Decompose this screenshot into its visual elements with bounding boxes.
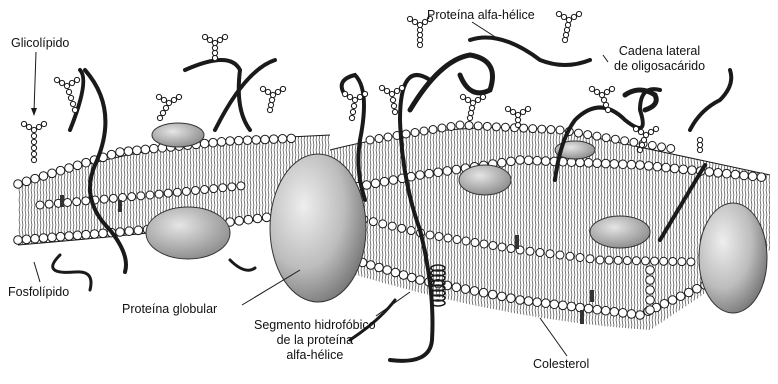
label-globular-protein: Proteína globular <box>122 302 217 317</box>
label-hydrophobic-segment: Segmento hidrofóbico de la proteína alfa… <box>254 318 376 363</box>
label-hydrophobic-line3: alfa-hélice <box>254 348 376 363</box>
hydrophobic-helix-segment <box>431 265 445 306</box>
leader-arrowheads <box>31 108 37 116</box>
label-cholesterol: Colesterol <box>533 357 589 372</box>
globular-protein-left <box>146 207 230 259</box>
label-alpha-helix-protein: Proteína alfa-hélice <box>427 8 535 23</box>
label-phospholipid: Fosfolípido <box>8 285 69 300</box>
label-oligosaccharide-chain: Cadena lateral de oligosacárido <box>614 44 705 74</box>
label-hydrophobic-line2: de la proteína <box>254 333 376 348</box>
globular-protein-top-left <box>152 123 204 147</box>
label-oligosaccharide-line2: de oligosacárido <box>614 59 705 74</box>
label-oligosaccharide-line1: Cadena lateral <box>614 44 705 59</box>
label-glycolipid: Glicolípido <box>11 36 69 51</box>
globular-protein-mid <box>459 165 511 195</box>
globular-protein-far-right <box>699 203 767 313</box>
label-hydrophobic-line1: Segmento hidrofóbico <box>254 318 376 333</box>
globular-protein-right <box>590 216 650 248</box>
